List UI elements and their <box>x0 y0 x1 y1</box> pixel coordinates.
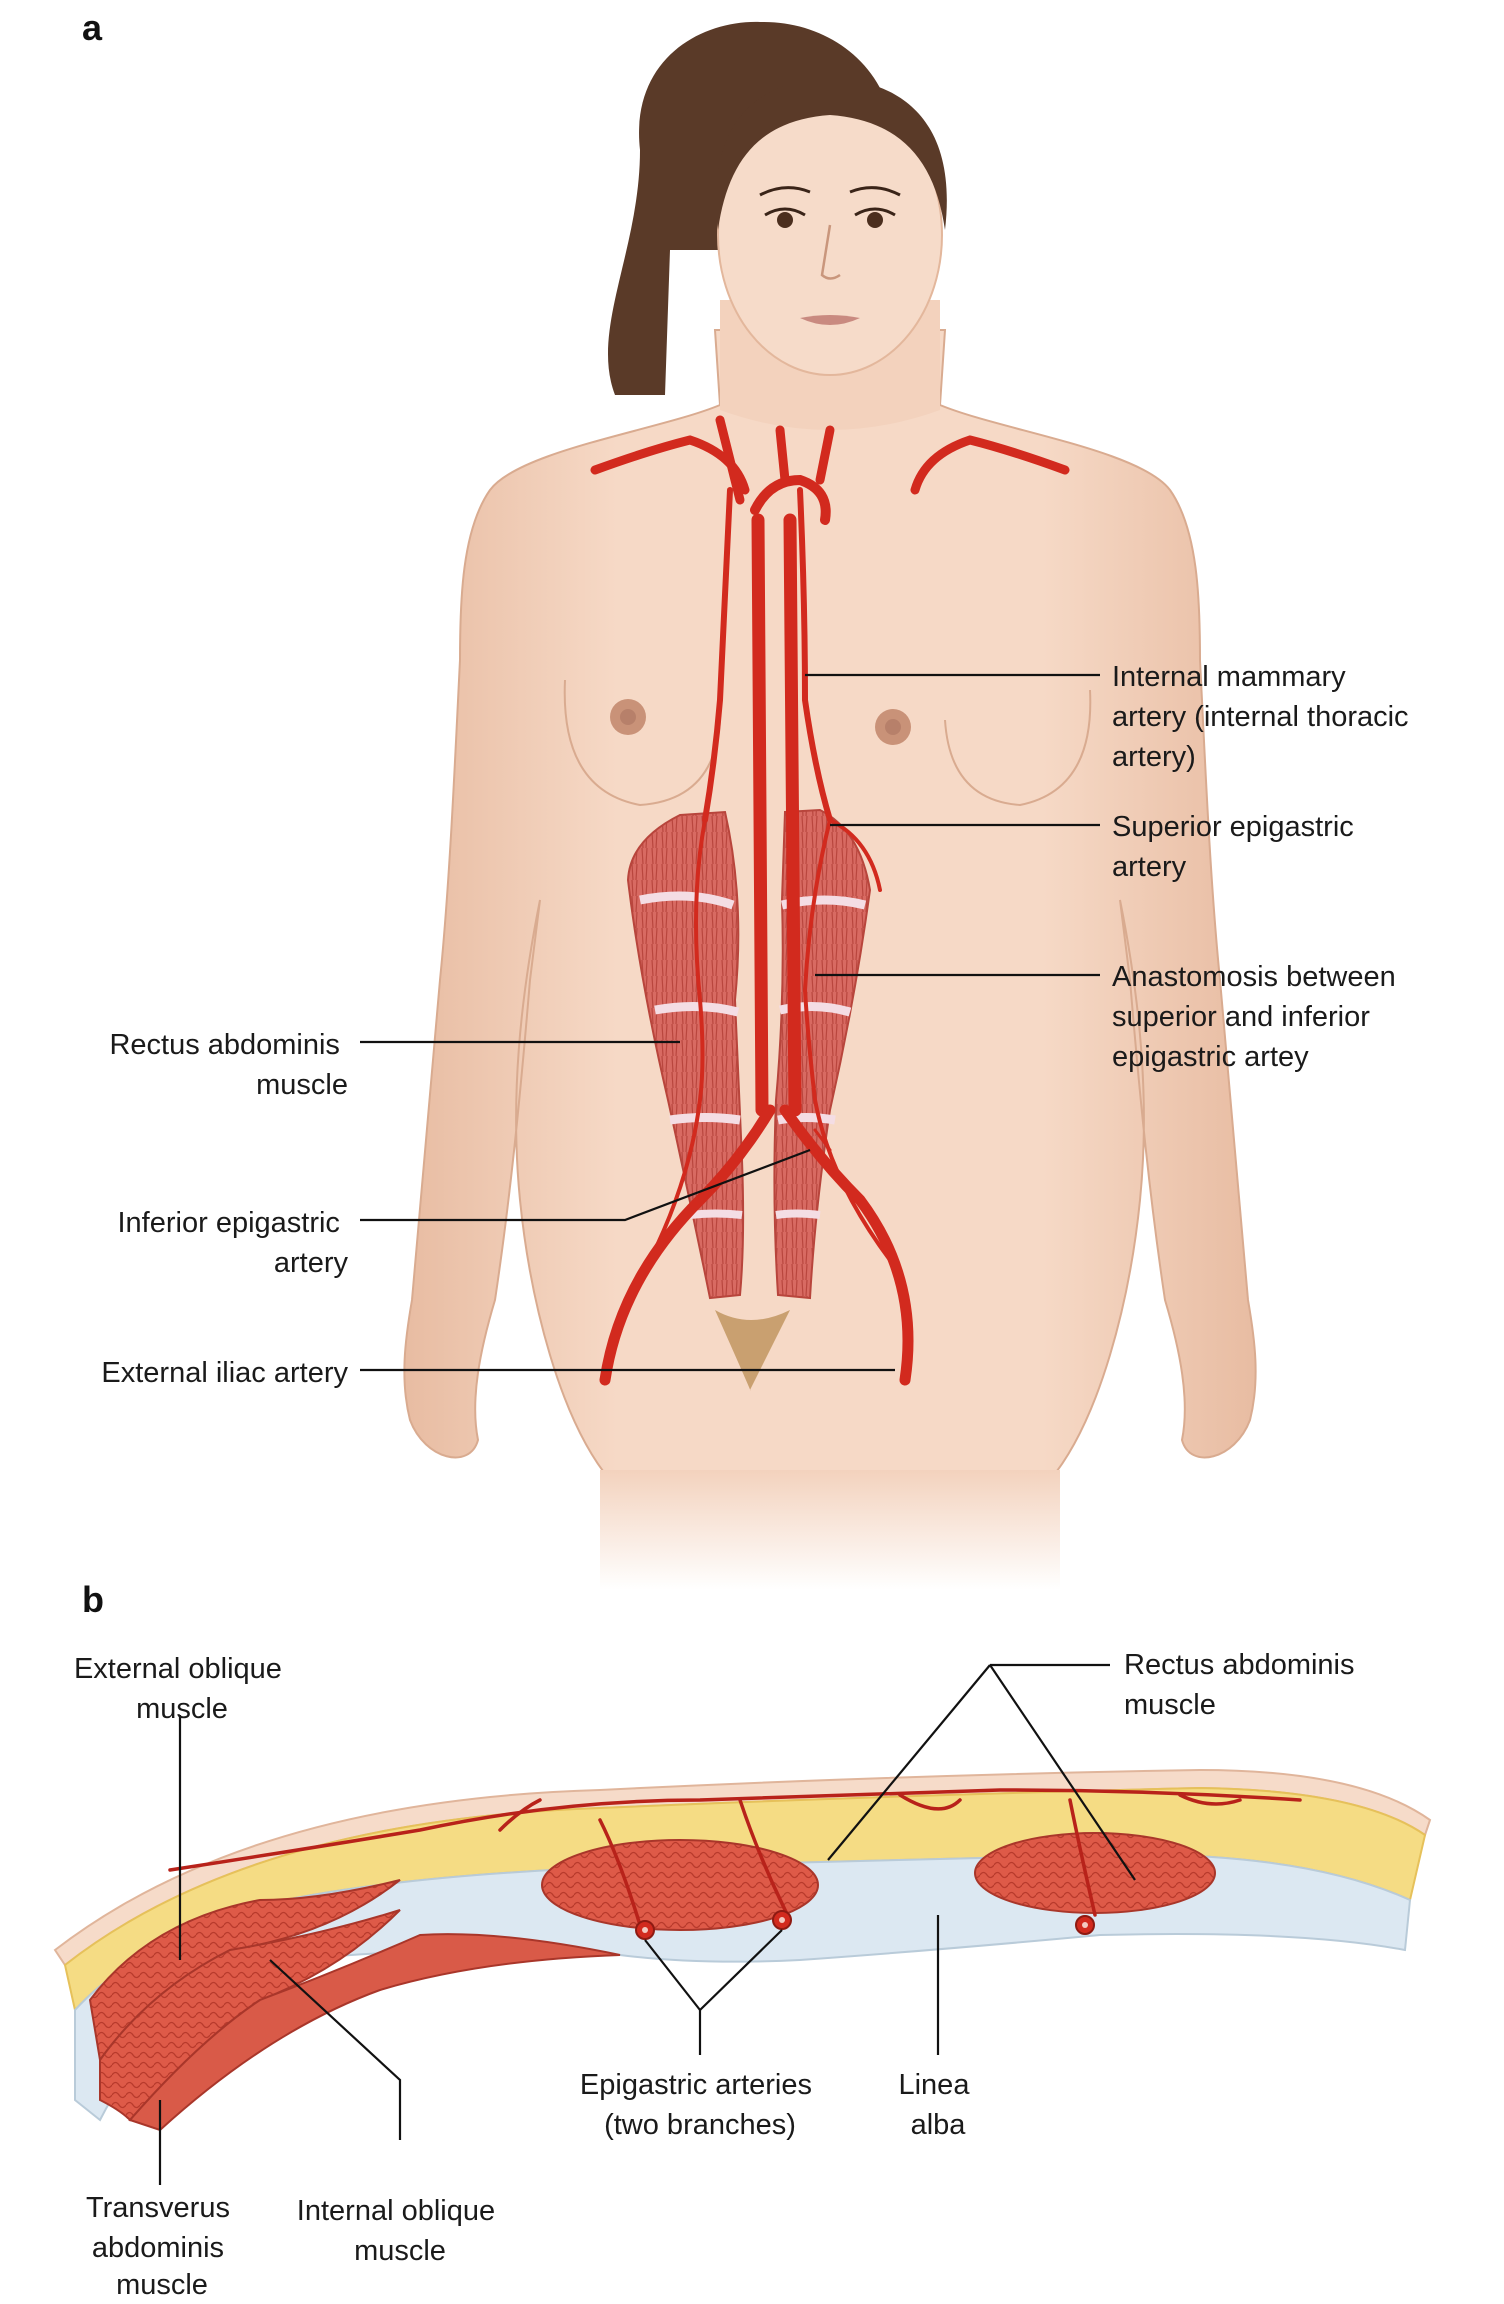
panel-b: b <box>53 1579 1432 2301</box>
breasts <box>563 679 1092 807</box>
label-external-iliac-artery: External iliac artery <box>101 1357 348 1389</box>
hair-fringe <box>716 78 947 230</box>
rectus-abdominis-left <box>626 810 745 1300</box>
label-transversus-abdominis-muscle: Transverus abdominis muscle <box>86 2192 238 2301</box>
label-superior-epigastric-artery: Superior epigastric artery <box>1112 811 1362 883</box>
transversus-abdominis-muscle <box>128 1933 621 2132</box>
label-rectus-abdominis-a: Rectus abdominis muscle <box>109 1029 348 1101</box>
perforator-arteries <box>168 1788 1302 1927</box>
label-linea-alba: Linea alba <box>898 2069 977 2141</box>
panel-a: a <box>82 7 1417 1590</box>
artery-network <box>590 415 1070 1386</box>
nose <box>820 224 841 280</box>
label-external-oblique-muscle: External oblique muscle <box>74 1653 290 1725</box>
label-epigastric-arteries: Epigastric arteries (two branches) <box>580 2069 820 2141</box>
leaders-panel-b <box>158 1663 1136 2185</box>
rectus-belly-right <box>974 1832 1216 1914</box>
panel-a-letter: a <box>82 7 103 48</box>
label-internal-oblique-muscle: Internal oblique muscle <box>297 2195 503 2267</box>
label-inferior-epigastric-artery: Inferior epigastric artery <box>118 1207 349 1279</box>
label-internal-mammary-artery: Internal mammary artery (internal thorac… <box>1112 661 1417 773</box>
leaders-panel-a <box>360 673 1100 1372</box>
rectus-belly-left <box>541 1839 819 1931</box>
label-rectus-abdominis-b: Rectus abdominis muscle <box>1124 1649 1363 1721</box>
label-anastomosis: Anastomosis between superior and inferio… <box>1112 961 1404 1073</box>
eyes <box>759 186 901 228</box>
legs-fade <box>600 1470 1060 1590</box>
panel-b-letter: b <box>82 1579 104 1620</box>
epigastric-vessels <box>635 1910 1095 1940</box>
mouth <box>800 315 860 325</box>
pubic-area <box>715 1310 790 1391</box>
